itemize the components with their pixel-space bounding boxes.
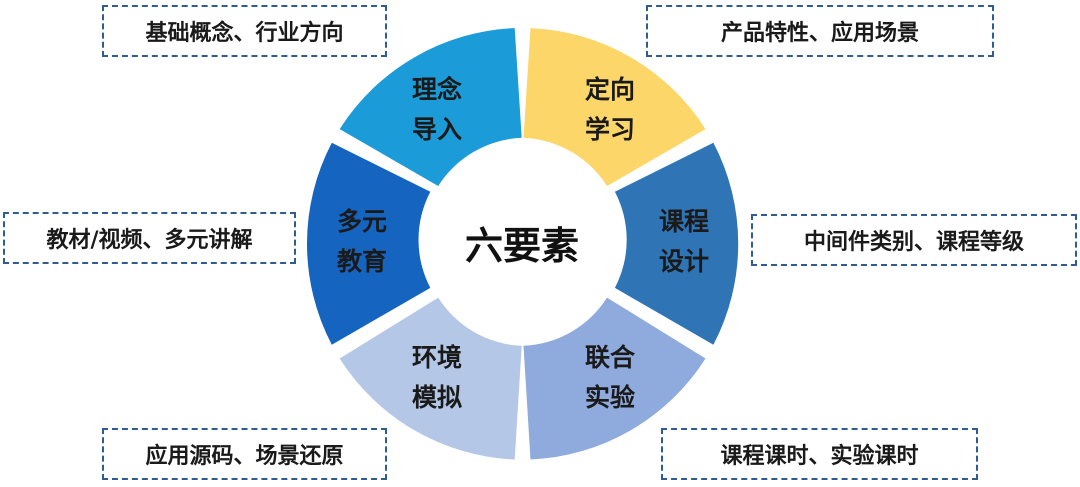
- segment-concept-label-1: 理念: [412, 75, 462, 104]
- segment-multi-label-2: 教育: [337, 247, 387, 276]
- callout-multi: 教材/视频、多元讲解: [3, 212, 296, 264]
- segment-env: [339, 297, 522, 460]
- callout-directed: 产品特性、应用场景: [646, 5, 994, 57]
- segment-joint-label-2: 实验: [585, 383, 635, 412]
- segment-concept: [339, 28, 522, 186]
- segment-joint-label-1: 联合: [585, 343, 636, 372]
- segment-directed: [523, 28, 706, 186]
- segment-concept-label-2: 导入: [412, 115, 462, 144]
- segment-course-label-1: 课程: [659, 207, 709, 236]
- segment-course: [614, 142, 739, 345]
- center-label: 六要素: [465, 224, 579, 268]
- segment-directed-label-2: 学习: [585, 115, 635, 144]
- segment-multi: [306, 142, 431, 345]
- callout-joint: 课程课时、实验课时: [661, 428, 978, 480]
- segment-env-label-1: 环境: [412, 343, 462, 372]
- callout-env: 应用源码、场景还原: [102, 428, 387, 480]
- segment-course-label-2: 设计: [659, 247, 709, 276]
- segment-directed-label-1: 定向: [585, 75, 635, 104]
- segment-multi-label-1: 多元: [337, 207, 387, 236]
- callout-concept: 基础概念、行业方向: [102, 5, 387, 57]
- segment-env-label-2: 模拟: [412, 383, 462, 412]
- callout-course: 中间件类别、课程等级: [751, 214, 1077, 266]
- segment-joint: [523, 297, 706, 460]
